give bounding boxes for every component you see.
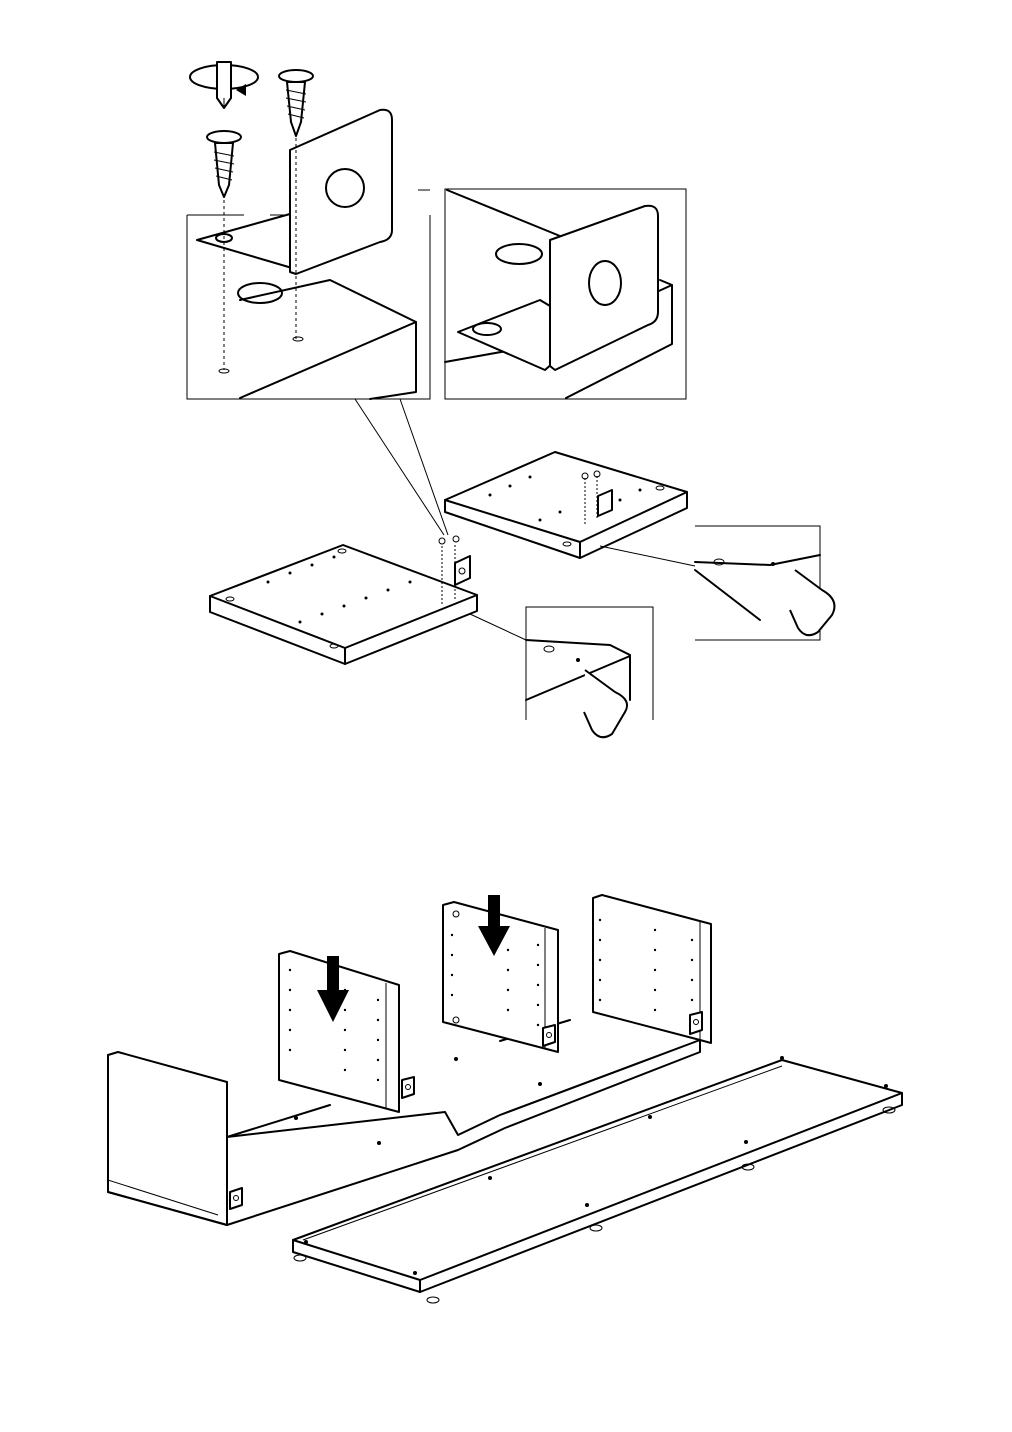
- base-plinth: [292, 1056, 903, 1304]
- side-panel-right: [592, 894, 712, 1044]
- side-panel-left: [107, 1051, 243, 1226]
- screw-icon: [206, 130, 242, 198]
- step-7-illustration: [107, 894, 903, 1304]
- divider-panel-2: [442, 901, 559, 1053]
- hand-detail-right: [599, 525, 836, 641]
- detail-frame-result: [444, 188, 687, 400]
- down-arrow-icon: [317, 956, 349, 1022]
- step-6-illustration: [186, 61, 836, 739]
- divider-panel-1: [278, 950, 415, 1113]
- detail-frame-bracket: [186, 108, 431, 400]
- down-arrow-icon: [478, 895, 510, 956]
- screwdriver-icon: [189, 61, 259, 109]
- screw-icon: [278, 69, 314, 137]
- shelf-board-right: [444, 451, 688, 559]
- hand-detail-left: [469, 606, 654, 739]
- shelf-board-left: [209, 535, 478, 665]
